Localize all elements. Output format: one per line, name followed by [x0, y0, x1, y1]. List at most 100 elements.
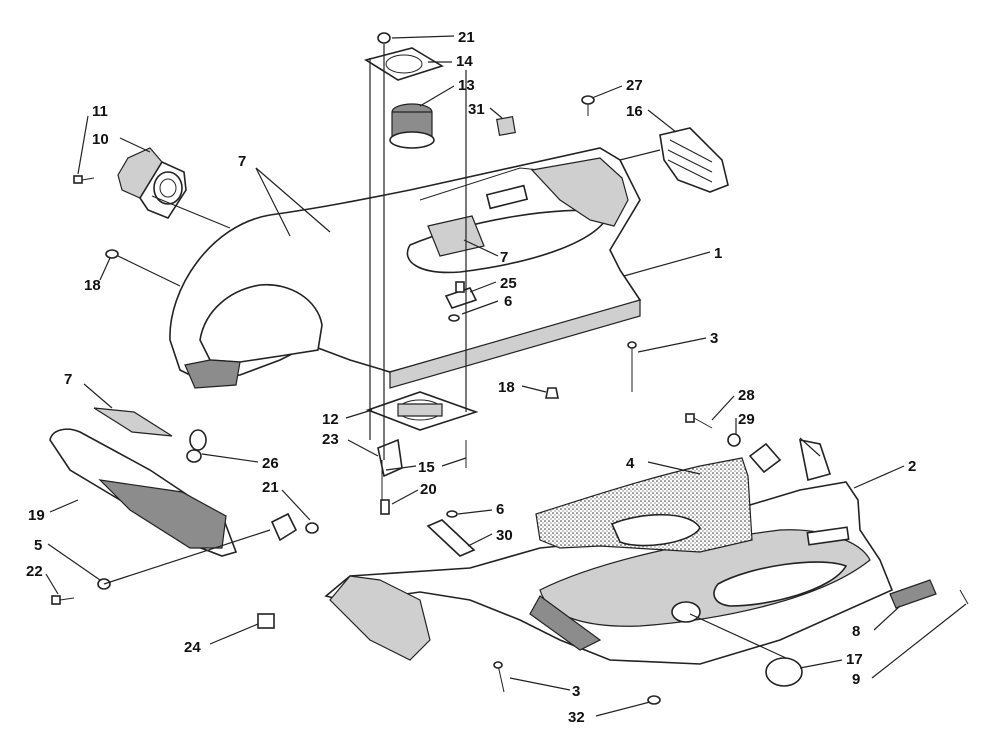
callout-label-8: 8 — [852, 623, 860, 640]
part-screw-6-upper — [448, 314, 460, 322]
part-bracket-right — [748, 438, 832, 481]
callout-label-7a: 7 — [238, 153, 246, 170]
callout-label-18b: 18 — [498, 379, 515, 396]
callouts: 1 2 3 3 4 5 6 6 7 7 7 8 9 10 11 12 13 14… — [26, 29, 967, 726]
part-vent-16 — [659, 127, 729, 193]
callout-label-2: 2 — [908, 458, 916, 475]
callout-label-20: 20 — [420, 481, 437, 498]
callout-label-13: 13 — [458, 77, 475, 94]
part-screw-9 — [959, 589, 969, 605]
part-bracket-30 — [426, 519, 476, 557]
callout-7a: 7 — [238, 153, 331, 237]
part-washer-29 — [727, 433, 741, 447]
part-bolt-20 — [380, 499, 390, 515]
callout-label-17: 17 — [846, 651, 863, 668]
callout-8: 8 — [852, 605, 901, 640]
part-clip-24 — [257, 613, 275, 629]
callout-label-25: 25 — [500, 275, 517, 292]
part-decal-7-left — [93, 407, 173, 437]
callout-label-21b: 21 — [262, 479, 279, 496]
part-rivet-3-upper — [627, 341, 637, 392]
part-screw-32 — [647, 695, 661, 705]
callout-7c: 7 — [64, 371, 113, 409]
part-bolt-11 — [73, 175, 95, 184]
part-headlight-housing — [117, 147, 187, 219]
part-screw-18-left — [105, 249, 119, 259]
part-rivet-18-lower — [545, 387, 559, 399]
part-nut-21-top — [377, 32, 391, 44]
callout-label-24: 24 — [184, 639, 201, 656]
callout-21a: 21 — [391, 29, 475, 46]
callout-25: 25 — [469, 275, 517, 293]
part-boot-13 — [389, 103, 435, 149]
callout-label-18a: 18 — [84, 277, 101, 294]
part-screw-27 — [581, 95, 595, 116]
callout-label-23: 23 — [322, 431, 339, 448]
callout-label-5: 5 — [34, 537, 42, 554]
part-plate-14 — [364, 47, 444, 81]
part-bracket-25 — [444, 281, 478, 309]
callout-label-11: 11 — [92, 103, 108, 120]
callout-label-27: 27 — [626, 77, 643, 94]
callout-18b: 18 — [498, 379, 547, 396]
callout-24: 24 — [184, 623, 259, 656]
callout-label-4: 4 — [626, 455, 635, 472]
callout-23: 23 — [322, 431, 379, 457]
part-studs-15 — [381, 440, 467, 500]
part-nut-21-left — [305, 522, 319, 534]
callout-label-21a: 21 — [458, 29, 475, 46]
part-rivet-3-lower — [493, 661, 505, 693]
callout-label-3a: 3 — [710, 330, 718, 347]
callout-label-15: 15 — [418, 459, 435, 476]
callout-label-30: 30 — [496, 527, 513, 544]
callout-7b: 7 — [463, 239, 508, 266]
callout-4: 4 — [626, 455, 701, 475]
part-clip-26 — [186, 429, 207, 463]
callout-label-6b: 6 — [496, 501, 504, 518]
callout-29: 29 — [735, 411, 755, 434]
callout-label-28: 28 — [738, 387, 755, 404]
callout-9: 9 — [852, 603, 967, 688]
callout-label-9: 9 — [852, 671, 860, 688]
callout-label-10: 10 — [92, 131, 109, 148]
part-bolt-22 — [51, 595, 75, 605]
callout-label-6a: 6 — [504, 293, 512, 310]
callout-label-7c: 7 — [64, 371, 72, 388]
callout-label-32: 32 — [568, 709, 585, 726]
callout-label-14: 14 — [456, 53, 473, 70]
callout-22: 22 — [26, 563, 59, 595]
part-reflector-8 — [889, 579, 937, 609]
part-screw-6-lower — [446, 510, 458, 518]
callout-3a: 3 — [637, 330, 718, 353]
part-bumper-19 — [49, 428, 238, 557]
callout-17: 17 — [689, 613, 863, 669]
callout-6a: 6 — [461, 293, 512, 315]
callout-18a: 18 — [84, 257, 111, 294]
callout-label-26: 26 — [262, 455, 279, 472]
callout-32: 32 — [568, 701, 651, 726]
callout-label-16: 16 — [626, 103, 643, 120]
callout-label-12: 12 — [322, 411, 339, 428]
part-insulation-4 — [535, 457, 753, 553]
callout-19: 19 — [28, 499, 79, 524]
callout-26: 26 — [201, 453, 279, 472]
part-plate-12 — [365, 391, 479, 431]
callout-3b: 3 — [509, 677, 580, 700]
callout-1: 1 — [623, 245, 722, 277]
part-hood-upper-body — [169, 147, 642, 389]
callout-label-29: 29 — [738, 411, 755, 428]
callout-16: 16 — [626, 103, 677, 133]
callout-label-19: 19 — [28, 507, 45, 524]
part-plate-bracket — [270, 512, 298, 542]
callout-27: 27 — [591, 77, 643, 99]
callout-5: 5 — [34, 537, 101, 581]
callout-11: 11 — [77, 103, 108, 175]
part-clip-31 — [496, 116, 516, 136]
callout-label-22: 22 — [26, 563, 43, 580]
part-plug-17 — [671, 601, 803, 687]
callout-label-3b: 3 — [572, 683, 580, 700]
callout-30: 30 — [467, 527, 513, 547]
callout-6b: 6 — [457, 501, 504, 518]
callout-10: 10 — [92, 131, 151, 153]
